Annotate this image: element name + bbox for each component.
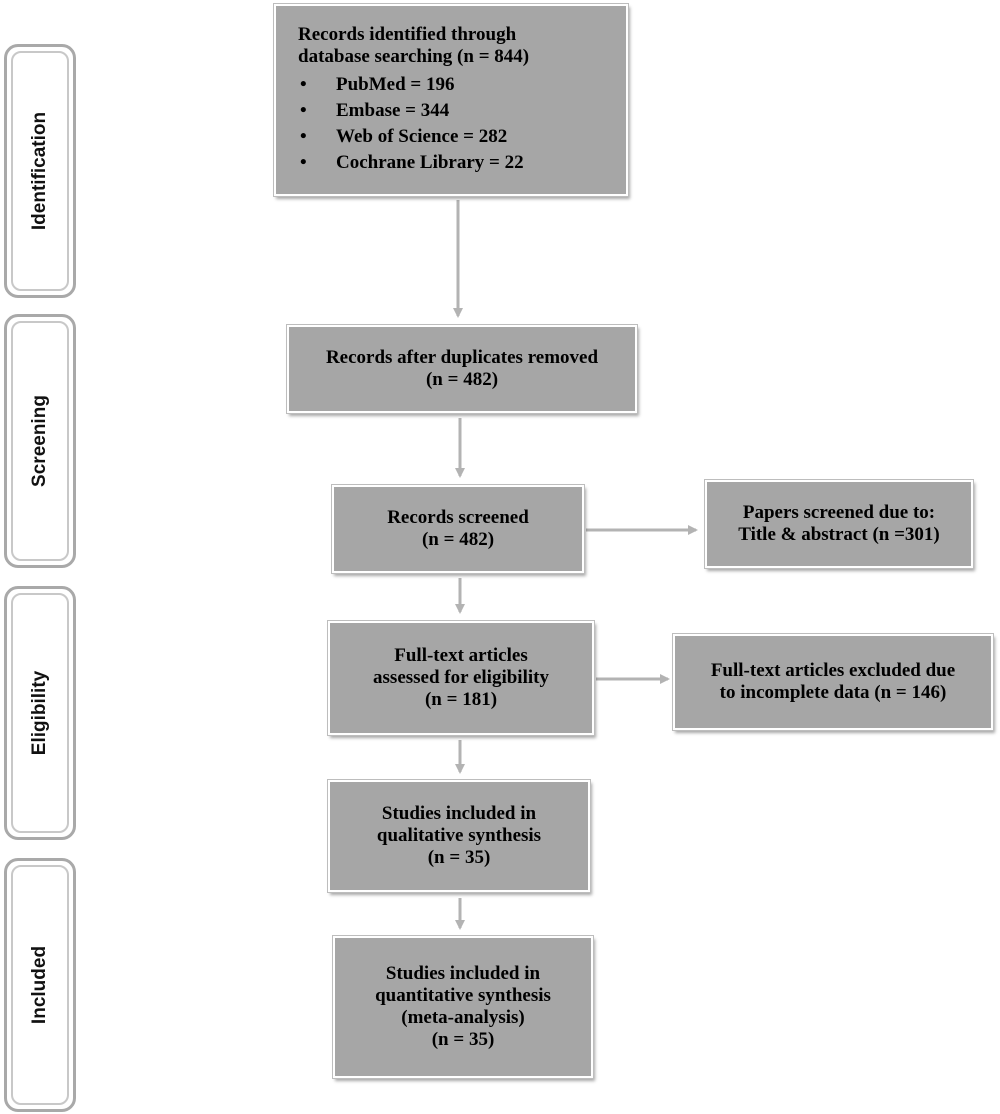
quantitative-line3: (meta-analysis) <box>401 1007 525 1028</box>
quantitative-line2: quantitative synthesis <box>375 985 551 1006</box>
stage-eligibility: Eligibility <box>4 586 76 840</box>
stage-included: Included <box>4 858 76 1112</box>
stage-label-eligibility: Eligibility <box>29 670 50 756</box>
screened-excluded-line2: Title & abstract (n =301) <box>738 524 940 545</box>
database-item-embase: Embase = 344 <box>298 98 524 124</box>
database-item-cochrane: Cochrane Library = 22 <box>298 150 524 176</box>
qualitative-line3: (n = 35) <box>427 847 491 868</box>
stage-label-screening: Screening <box>29 395 50 487</box>
duplicates-line1: Records after duplicates removed <box>325 347 599 368</box>
stage-identification: Identification <box>4 44 76 298</box>
database-list: PubMed = 196 Embase = 344 Web of Science… <box>298 72 524 176</box>
stage-label-included: Included <box>29 945 50 1025</box>
box-records-identified: Records identified through database sear… <box>273 3 629 197</box>
fulltext-excluded-line2: to incomplete data (n = 146) <box>719 682 947 703</box>
stage-screening: Screening <box>4 314 76 568</box>
screened-line2: (n = 482) <box>421 529 495 550</box>
box-qualitative-synthesis: Studies included in qualitative synthesi… <box>327 779 591 893</box>
quantitative-line1: Studies included in <box>385 963 541 984</box>
database-item-web-of-science: Web of Science = 282 <box>298 124 524 150</box>
box-records-screened: Records screened (n = 482) <box>331 484 585 574</box>
screened-excluded-line1: Papers screened due to: <box>742 502 936 523</box>
qualitative-line2: qualitative synthesis <box>376 825 542 846</box>
box-fulltext-assessed: Full-text articles assessed for eligibil… <box>327 620 595 736</box>
fulltext-assessed-line3: (n = 181) <box>424 689 498 710</box>
quantitative-line4: (n = 35) <box>431 1029 495 1050</box>
database-item-pubmed: PubMed = 196 <box>298 72 524 98</box>
box-quantitative-synthesis: Studies included in quantitative synthes… <box>332 935 594 1079</box>
fulltext-excluded-line1: Full-text articles excluded due <box>710 660 956 681</box>
duplicates-line2: (n = 482) <box>425 369 499 390</box>
qualitative-line1: Studies included in <box>381 803 537 824</box>
stage-label-identification: Identification <box>29 111 50 231</box>
fulltext-assessed-line1: Full-text articles <box>394 645 528 666</box>
box-fulltext-excluded: Full-text articles excluded due to incom… <box>672 633 994 731</box>
box-duplicates-removed: Records after duplicates removed (n = 48… <box>286 324 638 414</box>
box-papers-screened-excluded: Papers screened due to: Title & abstract… <box>704 479 974 569</box>
fulltext-assessed-line2: assessed for eligibility <box>373 667 549 688</box>
screened-line1: Records screened <box>387 507 529 528</box>
identified-title-line1: Records identified through <box>298 24 517 45</box>
identified-title-line2: database searching (n = 844) <box>298 46 530 67</box>
